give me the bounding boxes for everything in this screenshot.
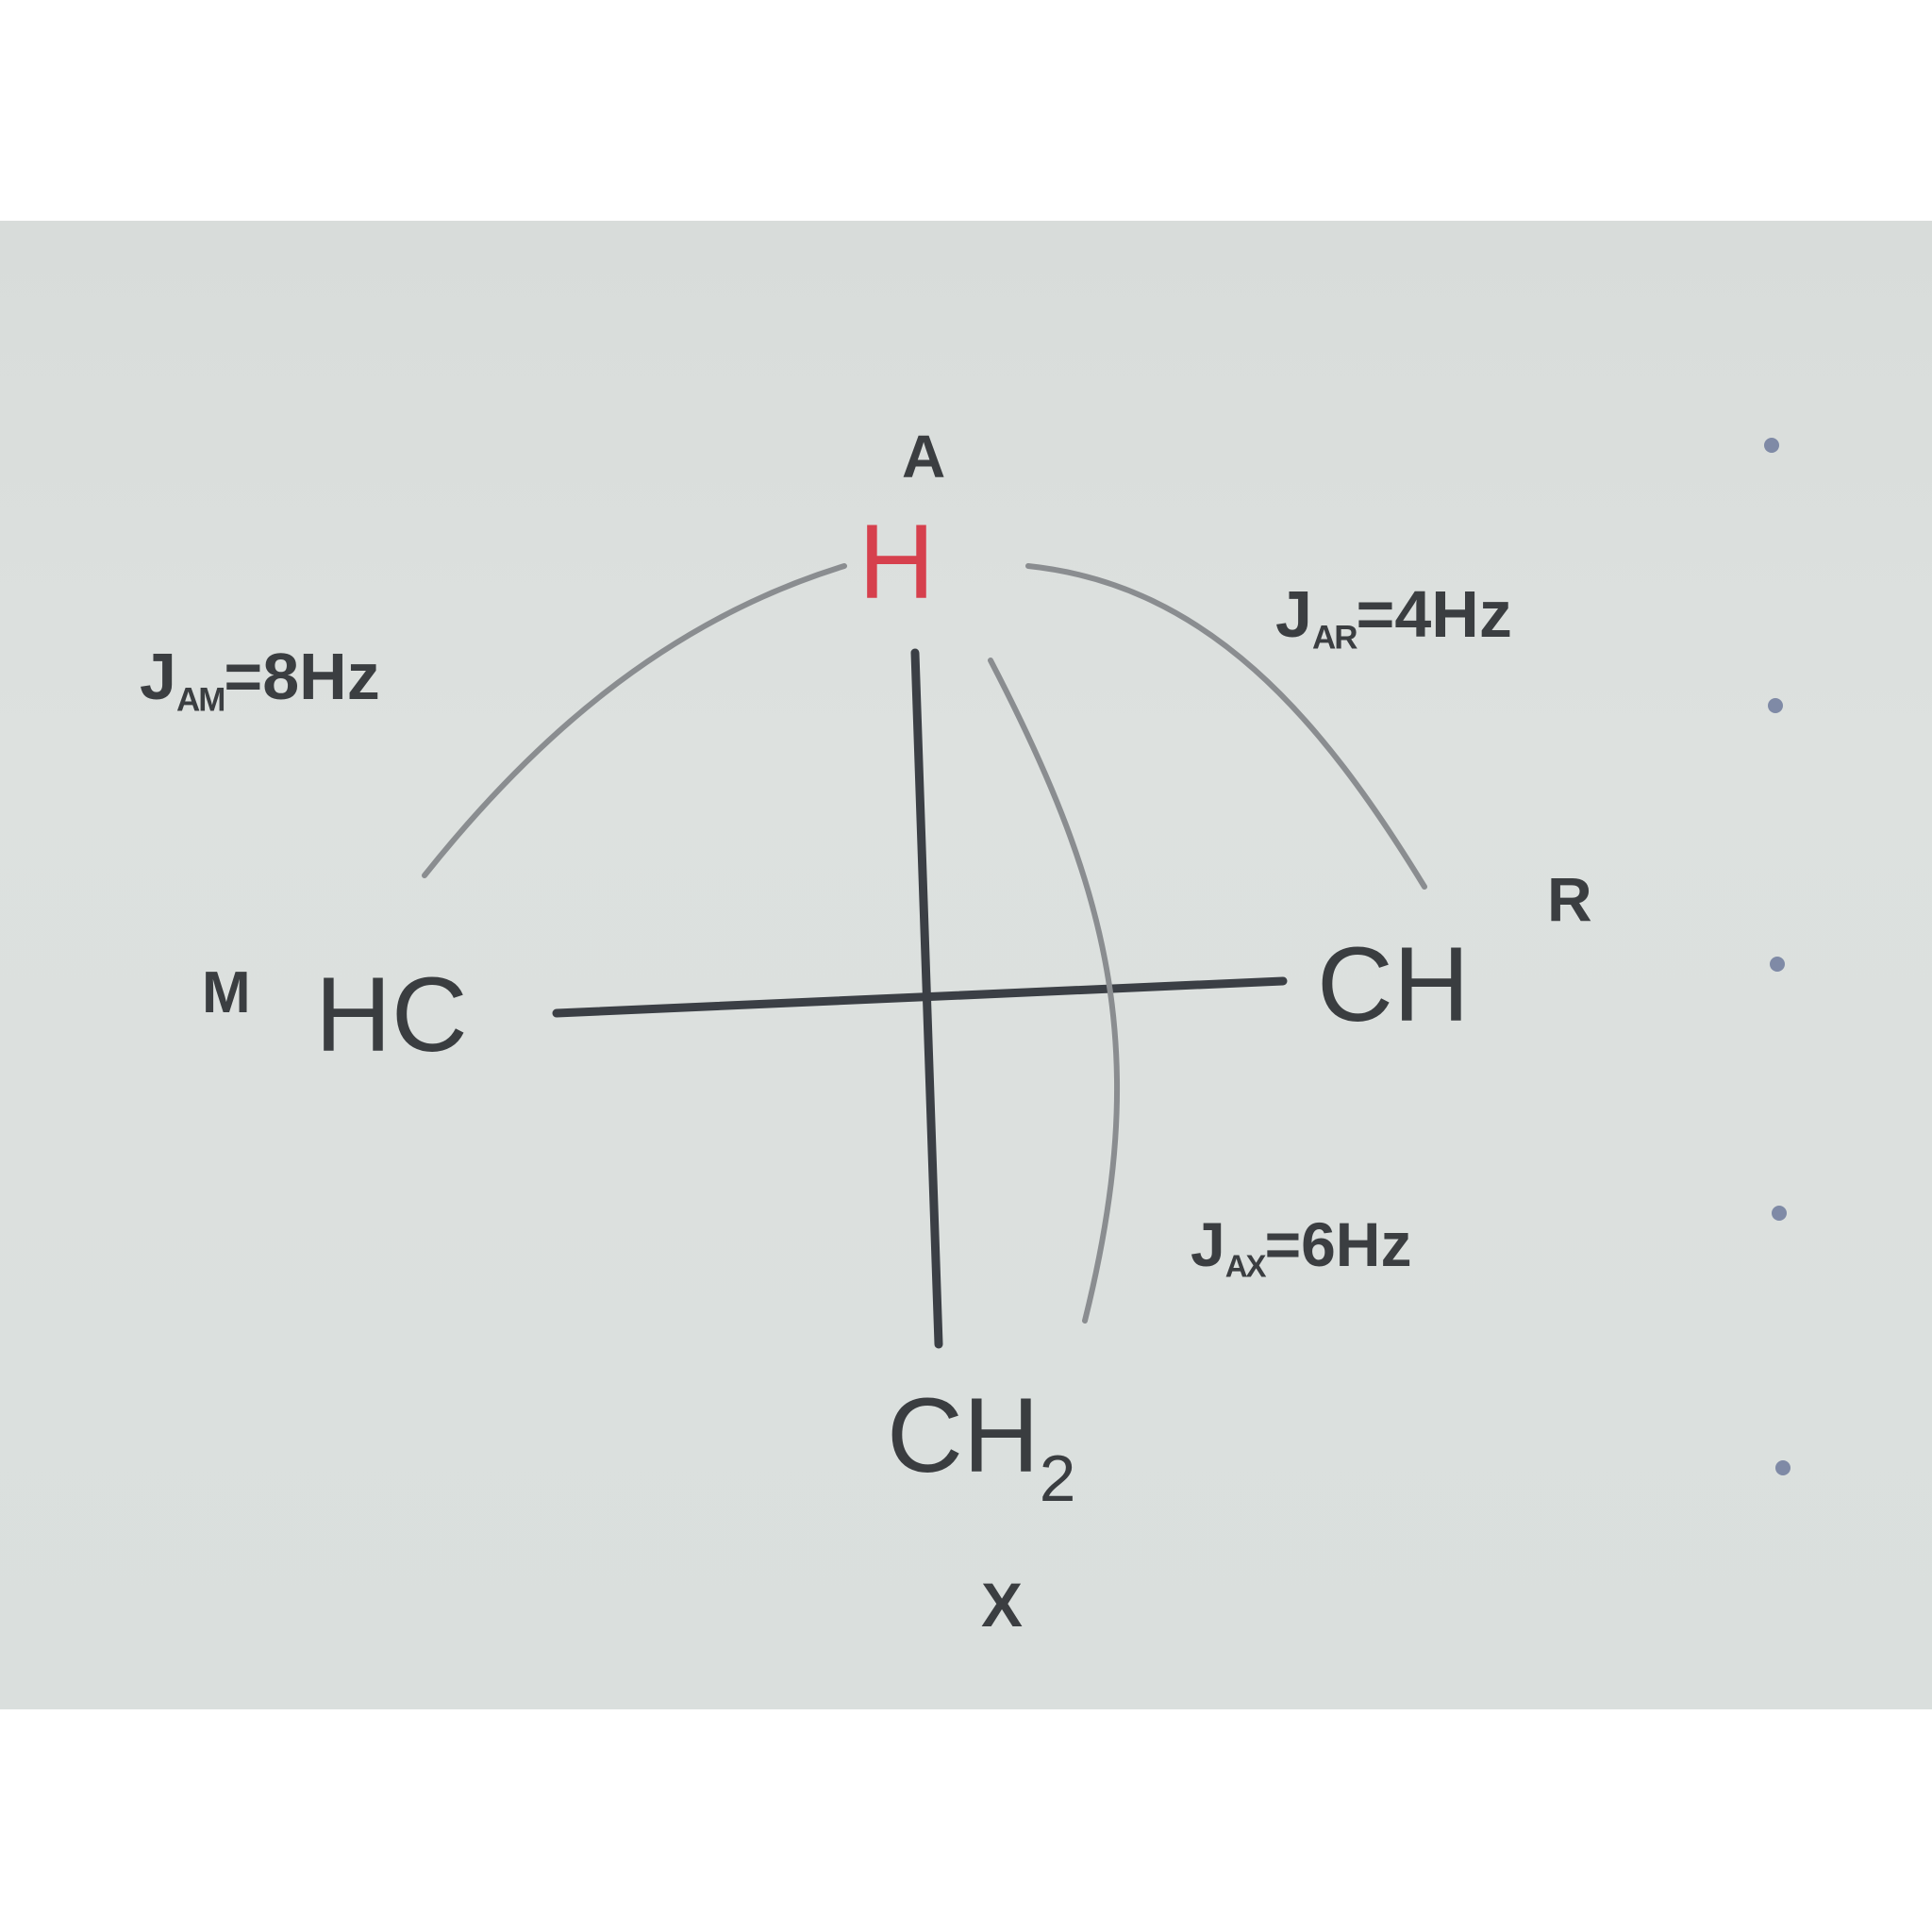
group-tag-m: M	[202, 960, 251, 1025]
center-hydrogen: H	[858, 503, 935, 621]
group-bottom-subscript: 2	[1039, 1441, 1076, 1516]
coupling-ar-sub: AR	[1311, 619, 1358, 657]
group-tag-r: R	[1547, 864, 1592, 934]
group-tag-x: X	[981, 1570, 1024, 1640]
bullet-dot	[1764, 438, 1779, 453]
coupling-am-value: =8Hz	[224, 640, 380, 713]
coupling-am-sub: AM	[175, 681, 225, 719]
coupling-ax-value: =6Hz	[1264, 1209, 1412, 1279]
group-bottom-ch2: CH2	[887, 1383, 1075, 1512]
coupling-arc-ax	[988, 658, 1121, 1324]
coupling-label-am: JAM=8Hz	[140, 643, 380, 716]
horizontal-bond	[552, 976, 1288, 1018]
coupling-ax-sub: AX	[1224, 1248, 1267, 1284]
coupling-ar-value: =4Hz	[1356, 577, 1512, 651]
coupling-label-ax: JAX=6Hz	[1191, 1213, 1411, 1282]
vertical-bond	[910, 648, 943, 1349]
coupling-arc-ar	[1025, 563, 1427, 890]
screen-background	[0, 221, 1932, 1709]
coupling-am-symbol: J	[140, 640, 176, 713]
group-bottom-formula: CH	[887, 1376, 1040, 1494]
coupling-arc-am	[422, 563, 847, 878]
coupling-label-ar: JAR=4Hz	[1275, 581, 1512, 654]
bullet-dot	[1772, 1206, 1787, 1221]
bullet-dot	[1775, 1460, 1790, 1475]
coupling-ax-symbol: J	[1191, 1209, 1225, 1279]
group-right-ch: CH	[1317, 925, 1470, 1043]
coupling-ar-symbol: J	[1275, 577, 1312, 651]
bullet-dot	[1768, 698, 1783, 713]
group-left-hc: HC	[315, 956, 468, 1074]
atom-tag-a: A	[902, 423, 946, 491]
bullet-dot	[1770, 957, 1785, 972]
